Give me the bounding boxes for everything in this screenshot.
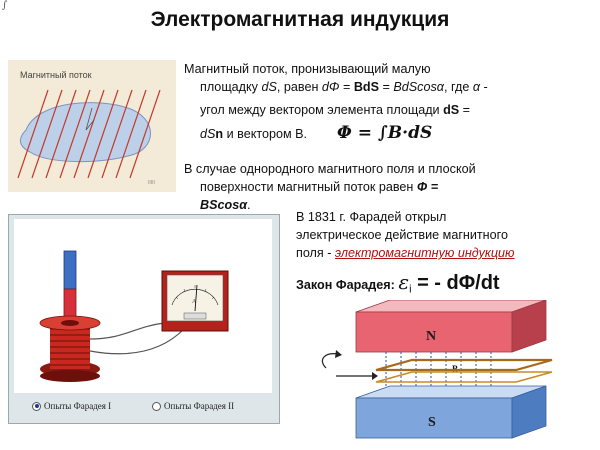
galvanometer: A (161, 270, 229, 332)
para2-line1: В случае однородного магнитного поля и п… (184, 162, 476, 176)
flux-figure-label: Магнитный поток (20, 70, 92, 80)
flux-integral-formula: Φ = ∫B·dS (337, 123, 433, 143)
emf-symbol: ε (398, 270, 410, 294)
para3-line3: поля - электромагнитную индукцию (296, 246, 515, 260)
meter-label: A (192, 299, 197, 305)
coil (39, 315, 101, 382)
faraday-law-label: Закон Фарадея: (296, 278, 399, 292)
faraday-law: Закон Фарадея: εi = - dΦ/dt (296, 270, 596, 296)
n-pole-label: N (426, 329, 436, 344)
option-faraday-2-label: Опыты Фарадея II (164, 401, 235, 411)
radio-icon[interactable] (152, 401, 161, 411)
flux-definition-paragraph: Магнитный поток, пронизывающий малую пло… (184, 60, 596, 143)
corner-glyph: ∫ (2, 0, 8, 11)
faraday-equation: = - dΦ/dt (411, 272, 500, 294)
para1-line4: dSn и вектором B.Φ = ∫B·dS (200, 123, 433, 143)
uniform-field-paragraph: В случае однородного магнитного поля и п… (184, 160, 596, 214)
faraday-experiment-illustration: A (14, 219, 272, 393)
para2-line2: поверхности магнитный поток равен Φ = (200, 180, 439, 194)
induction-link[interactable]: электромагнитную индукцию (334, 246, 515, 260)
flux-figure-badge: IIIII (148, 180, 155, 186)
para2-line3: BScosα. (200, 198, 251, 212)
para1-line2: площадку dS, равен dΦ = BdS = BdScosα, г… (200, 80, 488, 94)
induction-magnet-figure: N B S (321, 300, 553, 439)
option-faraday-1-label: Опыты Фарадея I (44, 401, 112, 411)
para1-line1: Магнитный поток, пронизывающий малую (184, 62, 431, 76)
option-faraday-1[interactable]: Опыты Фарадея I (32, 401, 111, 411)
emf-subscript: i (409, 283, 412, 296)
para1-line3: угол между вектором элемента площади dS … (200, 103, 471, 117)
s-pole-label: S (428, 415, 436, 430)
page-title: Электромагнитная индукция (150, 8, 450, 31)
option-faraday-2[interactable]: Опыты Фарадея II (152, 401, 234, 411)
radio-icon[interactable] (32, 401, 41, 411)
para3-line1: В 1831 г. Фарадей открыл (296, 210, 447, 224)
experiment-options: Опыты Фарадея I Опыты Фарадея II (14, 397, 272, 417)
magnetic-flux-figure: IIIII (8, 60, 176, 192)
para3-line2: электрическое действие магнитного (296, 228, 508, 242)
faraday-discovery-paragraph: В 1831 г. Фарадей открыл электрическое д… (296, 208, 596, 262)
